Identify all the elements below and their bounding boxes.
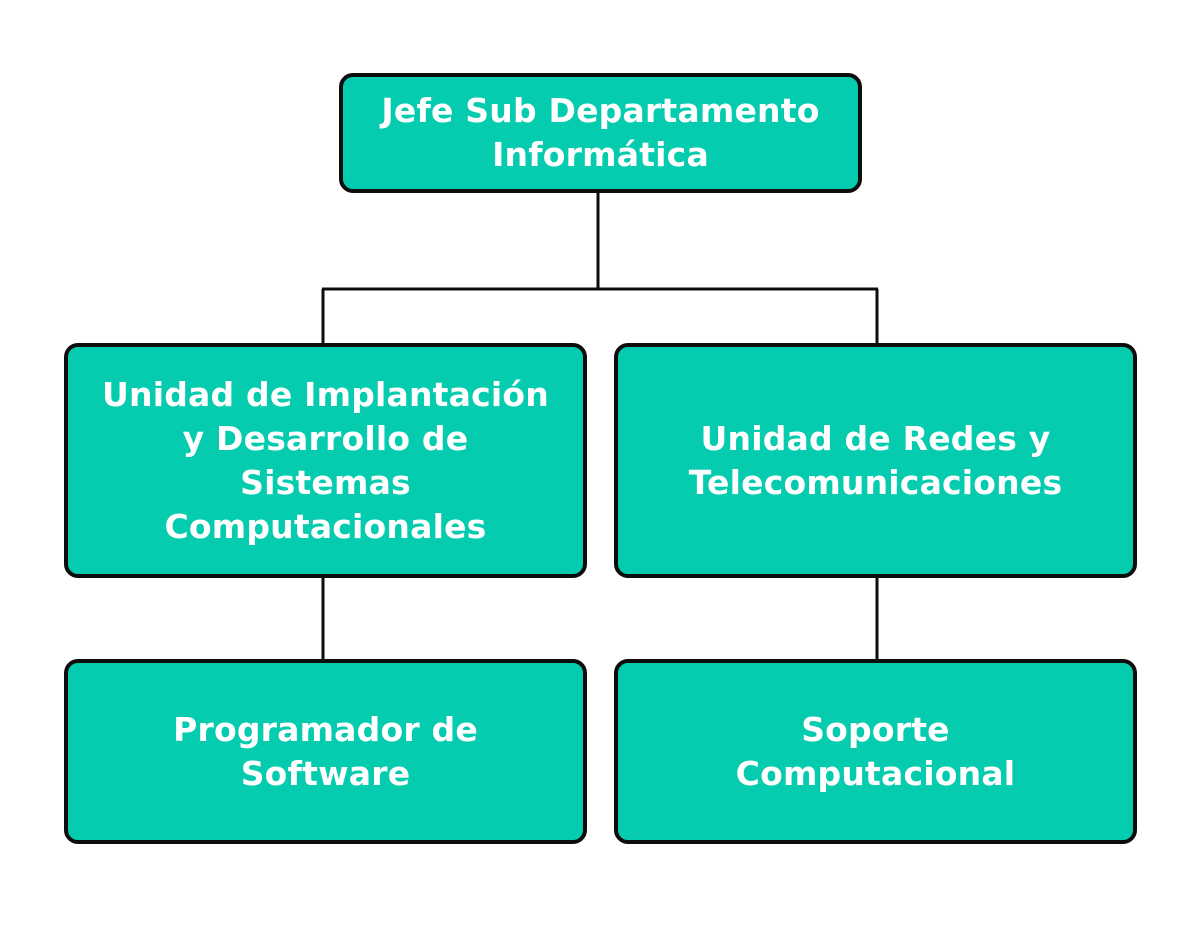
node-unidad-redes: Unidad de Redes y Telecomunicaciones xyxy=(614,343,1137,578)
node-programador-software: Programador de Software xyxy=(64,659,587,844)
node-programador-label: Programador de Software xyxy=(173,709,478,793)
node-jefe-label: Jefe Sub Departamento Informática xyxy=(381,91,820,174)
node-soporte-label: Soporte Computacional xyxy=(735,709,1016,793)
node-soporte-computacional: Soporte Computacional xyxy=(614,659,1137,844)
node-unidad-implantacion-label: Unidad de Implantación y Desarrollo de S… xyxy=(102,374,549,546)
node-unidad-redes-label: Unidad de Redes y Telecomunicaciones xyxy=(688,418,1063,502)
node-unidad-implantacion: Unidad de Implantación y Desarrollo de S… xyxy=(64,343,587,578)
node-jefe-sub-departamento: Jefe Sub Departamento Informática xyxy=(339,73,862,193)
